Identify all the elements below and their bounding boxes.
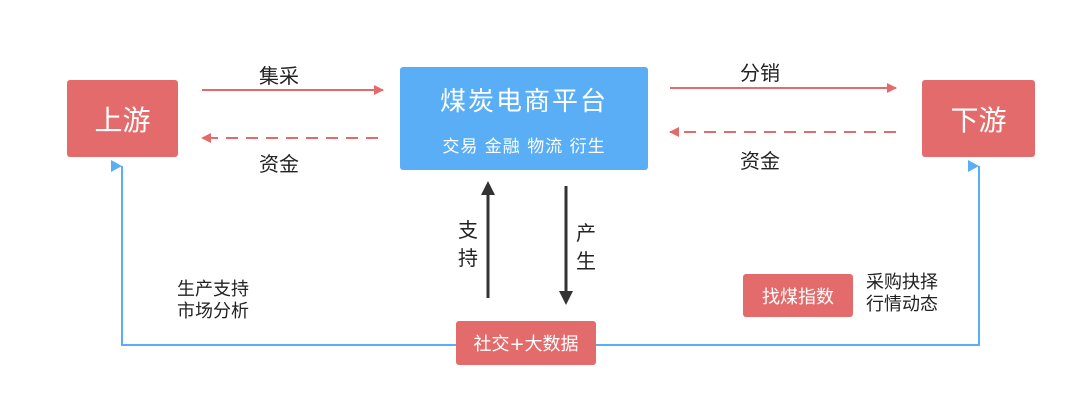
coal-index-node: 找煤指数	[743, 274, 853, 317]
support-label: 支持	[458, 218, 478, 270]
right-note-line2: 行情动态	[866, 294, 938, 315]
feedback-right-line	[596, 160, 980, 346]
downstream-label: 下游	[950, 103, 1007, 137]
right-note-line1: 采购抉择	[866, 272, 938, 293]
upstream-node: 上游	[67, 80, 178, 157]
platform-title: 煤炭电商平台	[439, 86, 608, 117]
produce-label: 产生	[576, 221, 596, 273]
left-note-line1: 生产支持	[177, 279, 249, 300]
platform-subtitle: 交易 金融 物流 衍生	[442, 136, 606, 157]
funds-right-label: 资金	[740, 149, 780, 173]
downstream-node: 下游	[922, 80, 1035, 157]
platform-node: 煤炭电商平台 交易 金融 物流 衍生	[400, 67, 648, 170]
distribution-label: 分销	[740, 61, 780, 85]
left-note-line2: 市场分析	[177, 301, 249, 322]
feedback-left-line	[111, 160, 456, 346]
procurement-label: 集采	[259, 64, 299, 88]
upstream-label: 上游	[94, 103, 151, 137]
social-bigdata-label: 社交+大数据	[473, 334, 579, 355]
social-bigdata-node: 社交+大数据	[456, 321, 596, 365]
coal-index-label: 找煤指数	[762, 286, 834, 308]
funds-left-label: 资金	[259, 152, 299, 176]
